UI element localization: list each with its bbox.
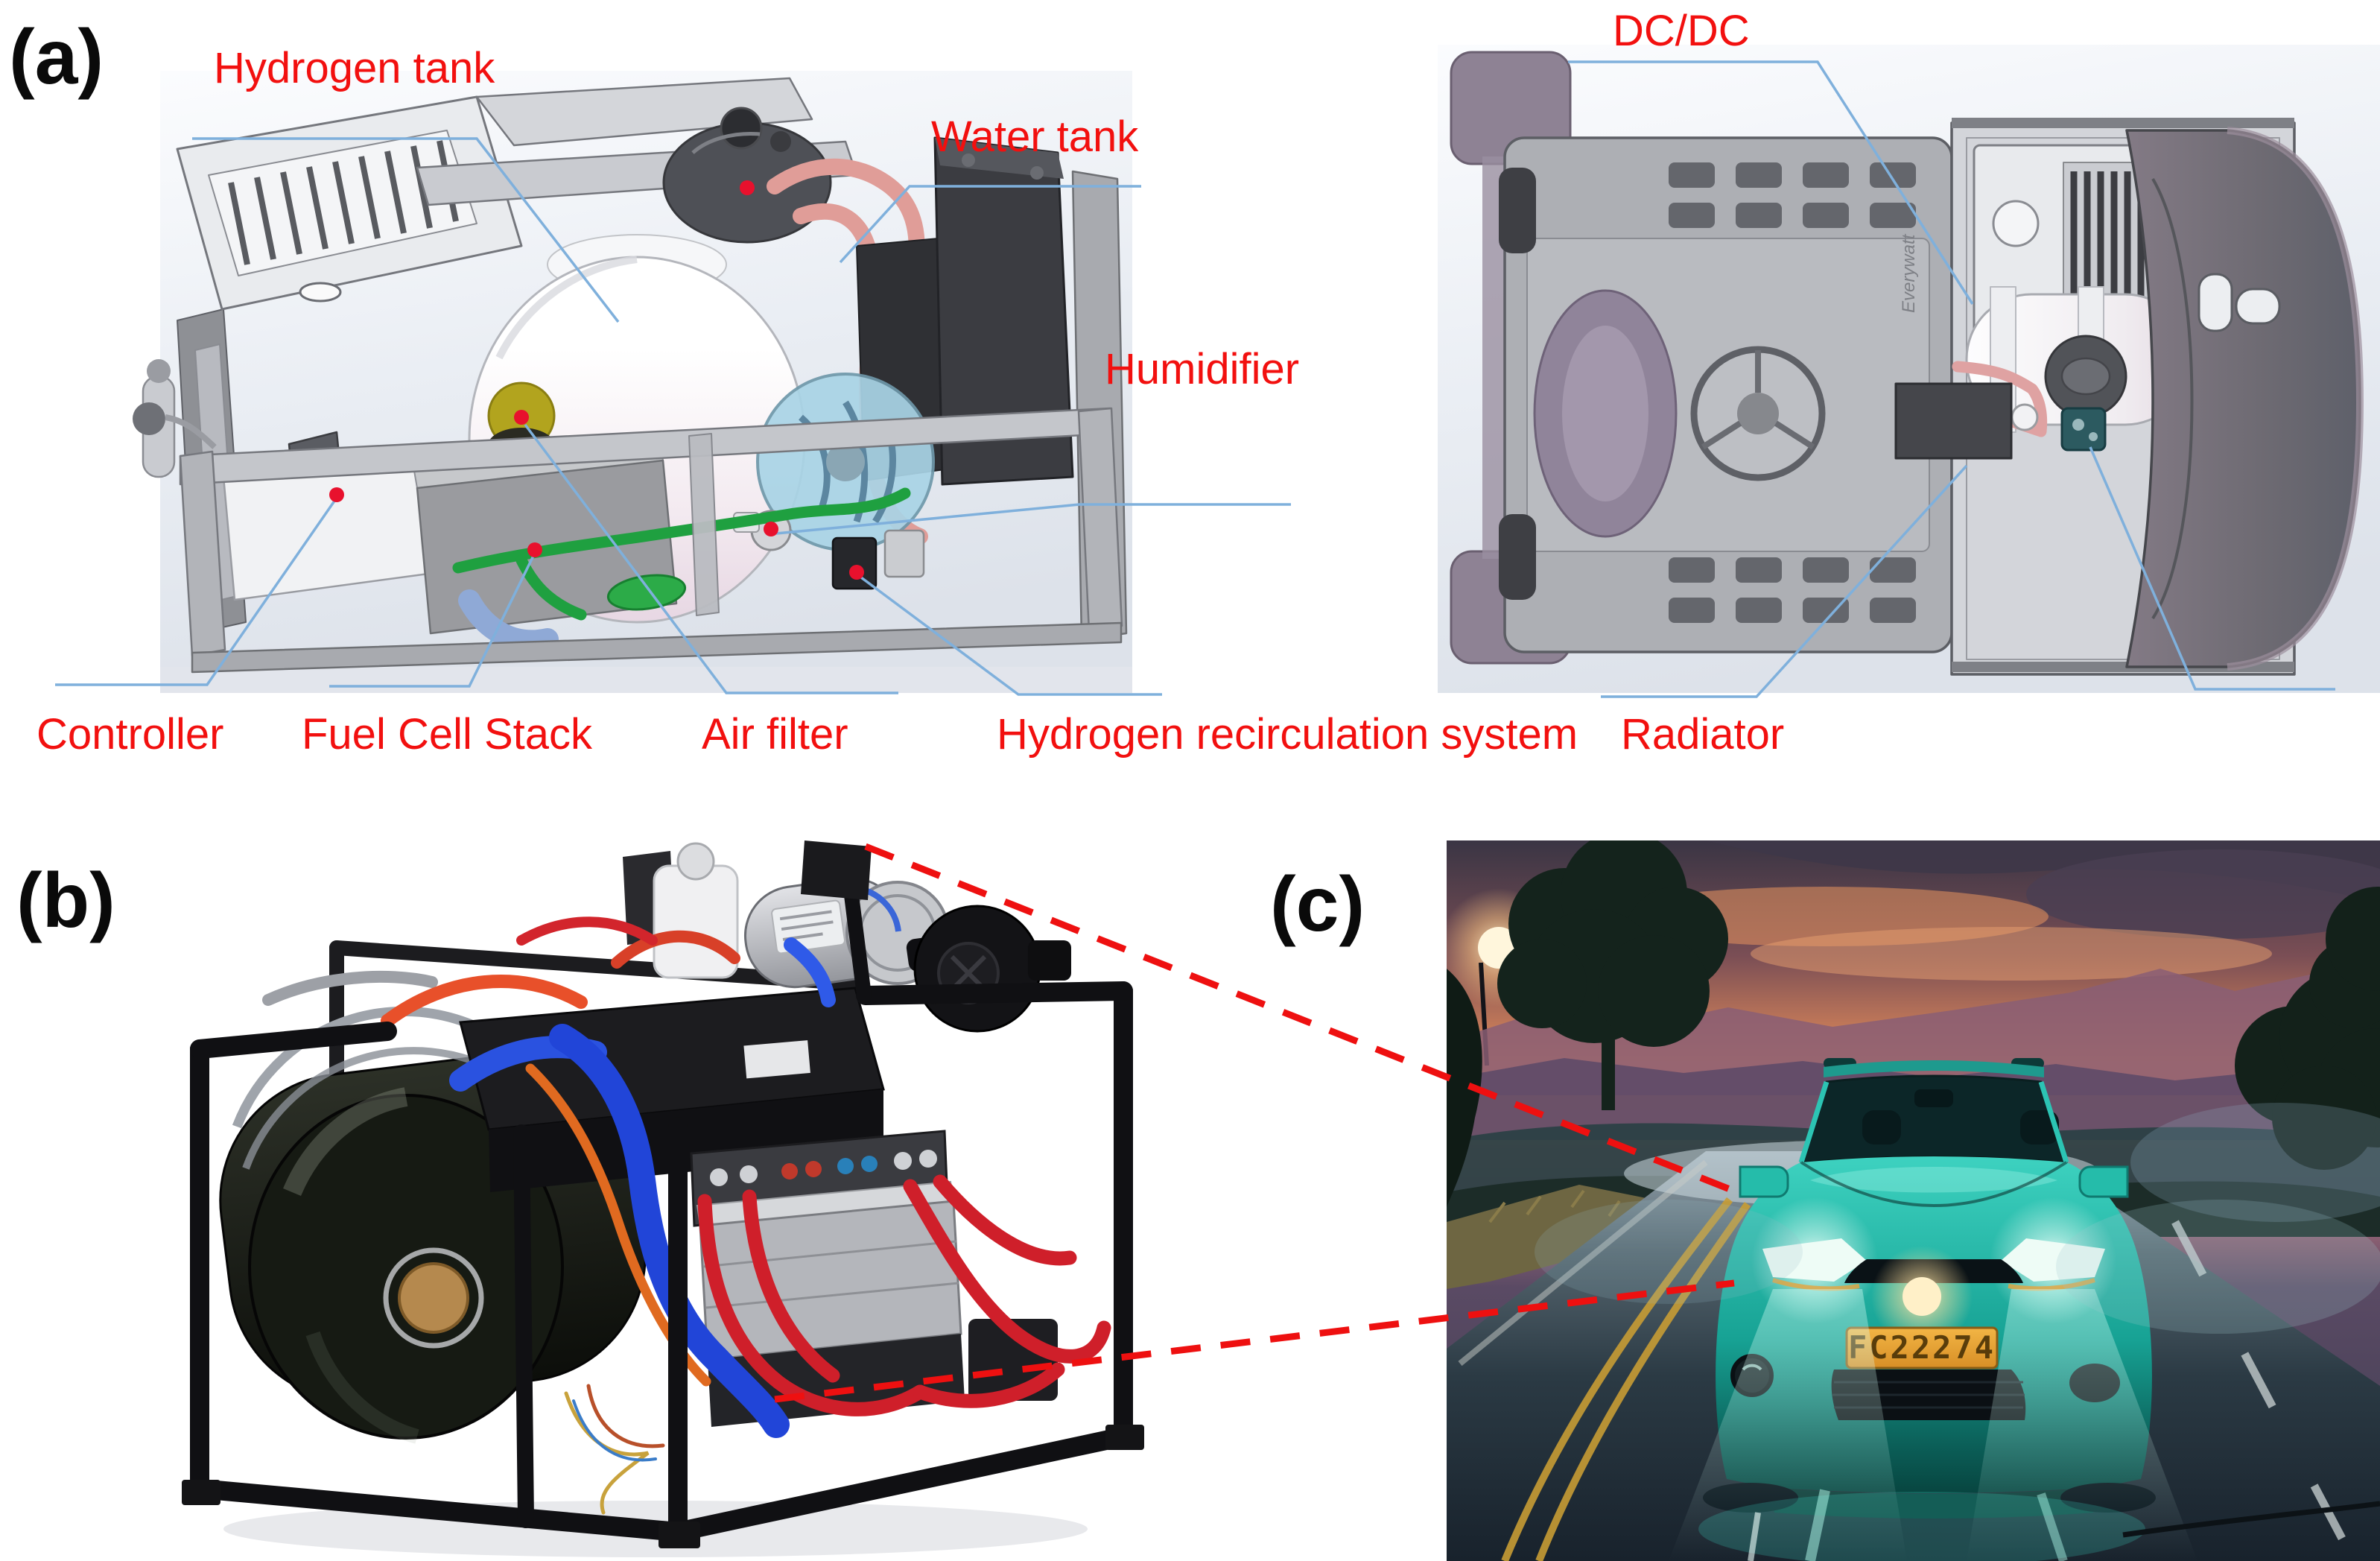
side-mirror-right	[2078, 1165, 2129, 1198]
tree-silhouette-right	[2235, 887, 2380, 1170]
orange-hose	[381, 975, 588, 1028]
marker-dot	[764, 522, 778, 536]
leader-fuel-cell-stack	[329, 552, 536, 688]
leader-dcdc	[1568, 60, 1974, 305]
label-sticker	[743, 1040, 810, 1079]
panel-a-letter: (a)	[9, 14, 104, 101]
label-water-tank: Water tank	[931, 113, 1139, 161]
label-air-filter: Air filter	[702, 710, 848, 759]
green-pipe	[515, 554, 587, 621]
a-pillar	[1798, 1080, 2069, 1164]
drl-amber	[1772, 1278, 1860, 1291]
counterweight-shape	[2125, 129, 2361, 668]
red-hose	[516, 916, 658, 946]
panel-a-illustration: Everywatt	[55, 45, 2380, 698]
headrest	[2020, 1110, 2059, 1144]
label-radiator: Radiator	[1621, 710, 1785, 759]
mist	[2130, 1103, 2380, 1222]
panel-b-letter: (b)	[16, 858, 115, 944]
hood-line	[1800, 1161, 2068, 1208]
emblem-light	[1903, 1277, 1941, 1316]
label-controller: Controller	[37, 710, 224, 759]
marker-dot	[329, 487, 344, 502]
headlight-right	[2001, 1238, 2105, 1282]
marker-dot	[849, 565, 864, 580]
side-mirror-left	[1739, 1165, 1789, 1198]
leader-hydrogen-tank	[192, 137, 620, 323]
brand-badge	[299, 282, 342, 303]
bottom-sill	[191, 621, 1123, 674]
label-hydrogen-tank: Hydrogen tank	[214, 44, 495, 92]
leader-right-extra	[2089, 446, 2335, 691]
road-cable	[2122, 1501, 2380, 1538]
leader-radiator	[1601, 464, 1968, 698]
rearview-mirror	[1914, 1089, 1953, 1107]
hydrogen-recirculation-shape	[831, 536, 878, 590]
leader-controller	[55, 497, 338, 686]
dark-cloud	[2026, 849, 2380, 939]
blue-hose-small	[784, 937, 836, 1007]
panel-c-photo: FC22274	[1447, 840, 2380, 1561]
label-hydrogen-recirculation-system: Hydrogen recirculation system	[997, 710, 1578, 759]
hood-highlight	[1810, 1167, 2057, 1193]
radiator-top-shape	[1894, 382, 2013, 460]
marker-dot	[514, 410, 529, 425]
red-cable	[933, 1174, 1077, 1266]
red-hose	[611, 930, 740, 969]
cylinder-port	[398, 1262, 469, 1334]
dcdc-logo	[1992, 200, 2040, 247]
left-drawing-floor	[160, 667, 1132, 693]
headlight-beam	[1967, 1289, 2197, 1561]
blue-hose	[549, 1024, 790, 1438]
forklift-top-view-drawing: Everywatt	[1450, 51, 2364, 676]
leader-water-tank	[839, 185, 1141, 264]
green-filter	[606, 574, 687, 611]
label-fuel-cell-stack: Fuel Cell Stack	[302, 710, 593, 759]
frame-bracket	[801, 840, 872, 900]
top-rail	[475, 77, 813, 147]
label-humidifier: Humidifier	[1105, 345, 1300, 393]
leader-lines	[55, 60, 2335, 698]
overhead-guard-slats	[1669, 162, 1916, 623]
panel-c-letter: (c)	[1270, 861, 1365, 948]
headrest	[1862, 1110, 1901, 1144]
headlight-beam	[1669, 1289, 1907, 1561]
mist	[2056, 1200, 2380, 1334]
headlight-left	[1762, 1238, 1867, 1282]
frame-feet	[182, 1425, 1144, 1548]
wheel	[1499, 514, 1536, 600]
label-dcdc: DC/DC	[1613, 7, 1750, 55]
coolant-hose	[767, 158, 925, 280]
lane-marking-white	[2171, 1220, 2358, 1561]
marker-dots	[329, 180, 864, 580]
fuel-cell-system-drawing	[133, 77, 1128, 674]
loose-wires	[564, 1384, 665, 1515]
radiator-shape	[933, 136, 1074, 486]
leader-air-filter	[524, 423, 898, 694]
coolant-reservoir	[653, 864, 739, 979]
cloud-streak	[1751, 927, 2272, 981]
braided-hose	[262, 970, 438, 1006]
dcdc-brand-text: Everywatt	[1899, 233, 1919, 313]
marker-dot	[740, 180, 755, 195]
leader-hydrogen-recirculation	[857, 574, 1162, 696]
counterweight-handle	[2197, 273, 2233, 332]
road-reflection	[1805, 1489, 1830, 1561]
road-reflection	[1748, 1512, 1761, 1561]
drl-amber	[2008, 1278, 2095, 1291]
road-reflection	[2037, 1492, 2068, 1561]
panel-b-illustration	[182, 840, 1144, 1557]
water-tank-cap	[720, 107, 763, 150]
leader-humidifier	[775, 503, 1291, 535]
roof	[1824, 1060, 2044, 1077]
recirculation-pump-top	[2060, 407, 2107, 452]
wheel	[1499, 168, 1536, 253]
reservoir-cap	[676, 842, 715, 881]
mist	[1535, 1200, 1803, 1304]
marker-dot	[527, 542, 542, 557]
